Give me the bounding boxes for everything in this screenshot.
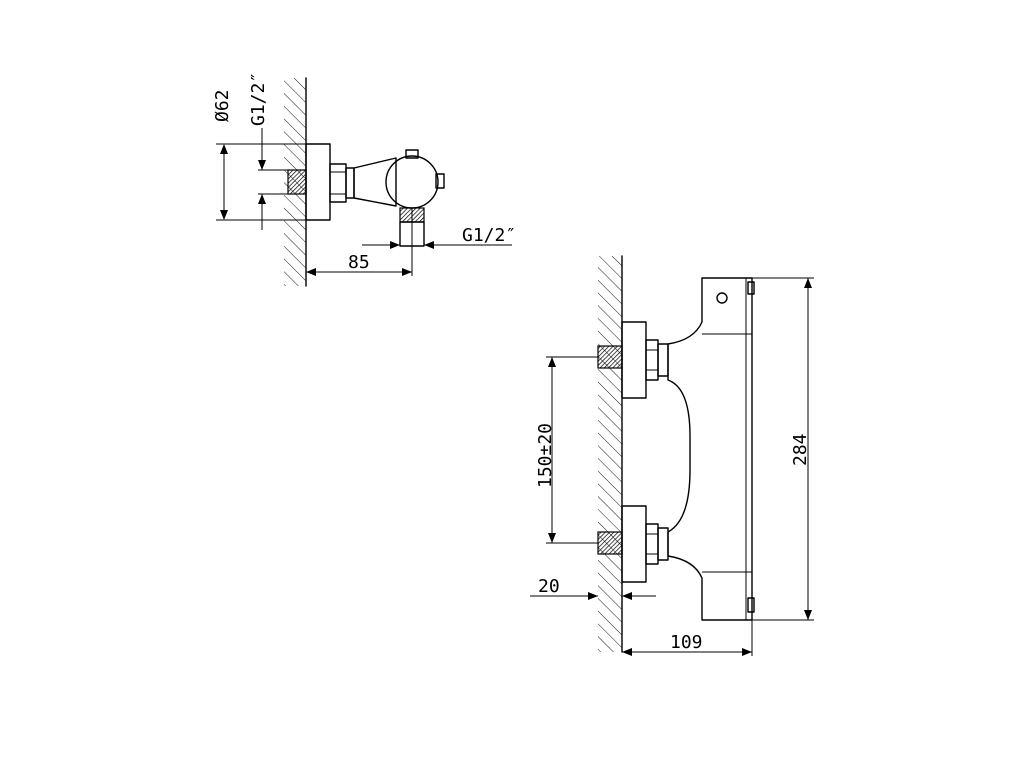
depth-label: 85 bbox=[348, 252, 370, 273]
top-cap bbox=[405, 149, 419, 159]
wall-offset-dimension: 20 bbox=[530, 576, 656, 600]
center-distance-label: 150±20 bbox=[535, 423, 556, 488]
projection-label: 109 bbox=[670, 632, 703, 653]
mounting-hole bbox=[716, 292, 728, 304]
depth-dimension: 85 bbox=[306, 208, 413, 276]
nut bbox=[329, 163, 355, 203]
wall-thread-dimension: G1/2″ bbox=[248, 72, 269, 230]
wall-flange bbox=[305, 143, 331, 221]
mixer-body bbox=[667, 277, 753, 621]
inlet-thread bbox=[258, 169, 307, 195]
top-view: Ø62 G1/2″ G1/2″ 85 bbox=[212, 72, 516, 287]
lower-connection bbox=[597, 505, 669, 583]
wall-thread-label: G1/2″ bbox=[248, 72, 269, 126]
diameter-dimension: Ø62 bbox=[212, 89, 306, 221]
center-distance-dimension: 150±20 bbox=[535, 356, 598, 544]
bottom-handle-tab bbox=[747, 597, 755, 613]
wall-offset-label: 20 bbox=[538, 576, 560, 597]
thermostatic-body bbox=[385, 155, 439, 209]
diameter-label: Ø62 bbox=[212, 89, 233, 122]
wall-section-side bbox=[598, 255, 623, 653]
valve-body bbox=[353, 157, 397, 207]
outlet-thread-dimension: G1/2″ bbox=[362, 225, 516, 249]
side-view: 150±20 284 20 109 bbox=[530, 255, 814, 656]
height-dimension: 284 bbox=[752, 277, 814, 621]
outlet-thread-label: G1/2″ bbox=[462, 225, 516, 246]
top-handle-tab bbox=[747, 281, 755, 295]
projection-dimension: 109 bbox=[622, 620, 753, 656]
height-label: 284 bbox=[790, 433, 811, 466]
side-knob bbox=[435, 173, 445, 189]
